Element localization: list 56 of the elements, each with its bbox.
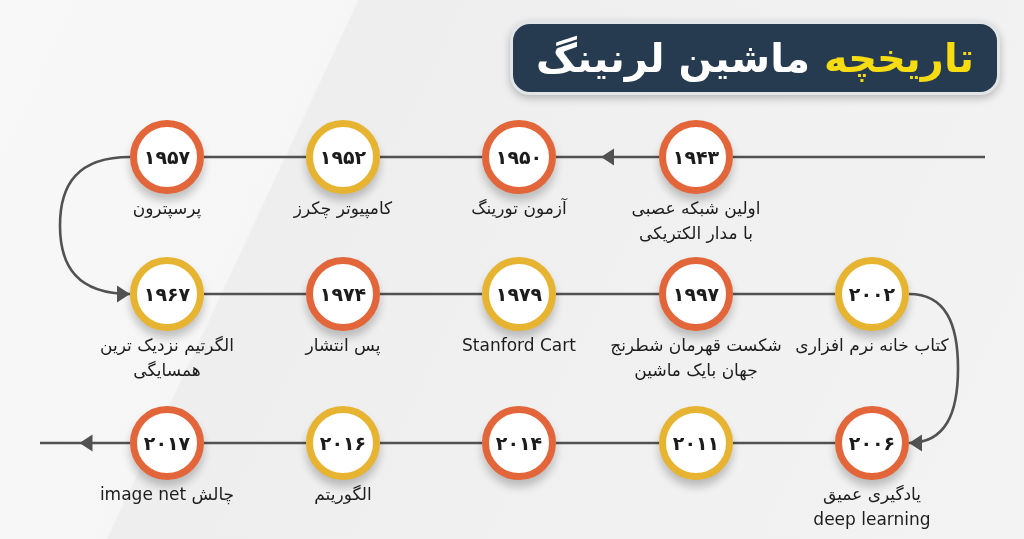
- connector-line: [380, 292, 482, 296]
- year-circle: [835, 406, 909, 480]
- connector-line: [733, 441, 835, 445]
- arrow: [556, 148, 659, 166]
- event-label: چالش image net: [98, 483, 236, 507]
- year-text: ۲۰۱۷: [143, 433, 191, 453]
- event-label: الگوریتم: [313, 483, 373, 506]
- event-label: پس انتشار: [304, 334, 382, 358]
- connector-line: [204, 155, 306, 159]
- year-circle: [306, 406, 380, 480]
- year-circle: [659, 257, 733, 331]
- arrow: [40, 434, 130, 452]
- year-circle: [482, 257, 556, 331]
- connector-line: [556, 441, 659, 445]
- year-circle: [306, 257, 380, 331]
- year-text: ۱۹۵۰: [495, 147, 543, 167]
- event-label: اولین شبکه عصبی با مدار الکتریکی: [630, 197, 762, 245]
- year-text: ۲۰۱۶: [319, 433, 367, 453]
- year-circle: [482, 120, 556, 194]
- connector-line: [733, 292, 835, 296]
- year-text: ۱۹۷۹: [495, 284, 543, 304]
- arrow: [908, 292, 960, 451]
- event-label: یادگیری عمیق deep learning: [812, 483, 932, 531]
- year-text: ۲۰۰۶: [848, 433, 896, 453]
- year-circle: [659, 406, 733, 480]
- event-label: کامپیوتر چکرز: [292, 197, 394, 221]
- year-text: ۲۰۱۱: [672, 433, 720, 453]
- year-text: ۱۹۵۲: [319, 147, 367, 167]
- connector-line: [556, 292, 659, 296]
- year-text: ۱۹۹۷: [672, 284, 720, 304]
- year-circle: [659, 120, 733, 194]
- event-label: شکست قهرمان شطرنج جهان بایک ماشین: [609, 334, 783, 383]
- arrow: [58, 155, 131, 302]
- connector-line: [204, 441, 306, 445]
- connector-line: [380, 441, 482, 445]
- year-circle: [130, 120, 204, 194]
- year-text: ۱۹۷۴: [319, 284, 367, 304]
- event-label: کتاب خانه نرم افزاری: [794, 334, 950, 357]
- year-text: ۱۹۴۳: [672, 147, 720, 167]
- event-label: Stanford Cart: [461, 334, 577, 357]
- event-label: آزمون تورینگ: [470, 197, 568, 220]
- year-circle: [130, 257, 204, 331]
- year-circle: [306, 120, 380, 194]
- year-text: ۲۰۱۴: [495, 433, 543, 453]
- event-label: الگرتیم نزدیک ترین همسایگی: [98, 334, 236, 382]
- event-label: پرسپترون: [131, 197, 203, 221]
- year-text: ۱۹۵۷: [143, 147, 191, 167]
- year-circle: [130, 406, 204, 480]
- connector-line: [380, 155, 482, 159]
- year-text: ۲۰۰۲: [848, 284, 896, 304]
- connector-line: [204, 292, 306, 296]
- connector-line: [733, 155, 985, 159]
- year-circle: [835, 257, 909, 331]
- year-circle: [482, 406, 556, 480]
- title-banner: تاریخچه ماشین لرنینگ: [510, 21, 1000, 95]
- year-text: ۱۹۶۷: [143, 284, 191, 304]
